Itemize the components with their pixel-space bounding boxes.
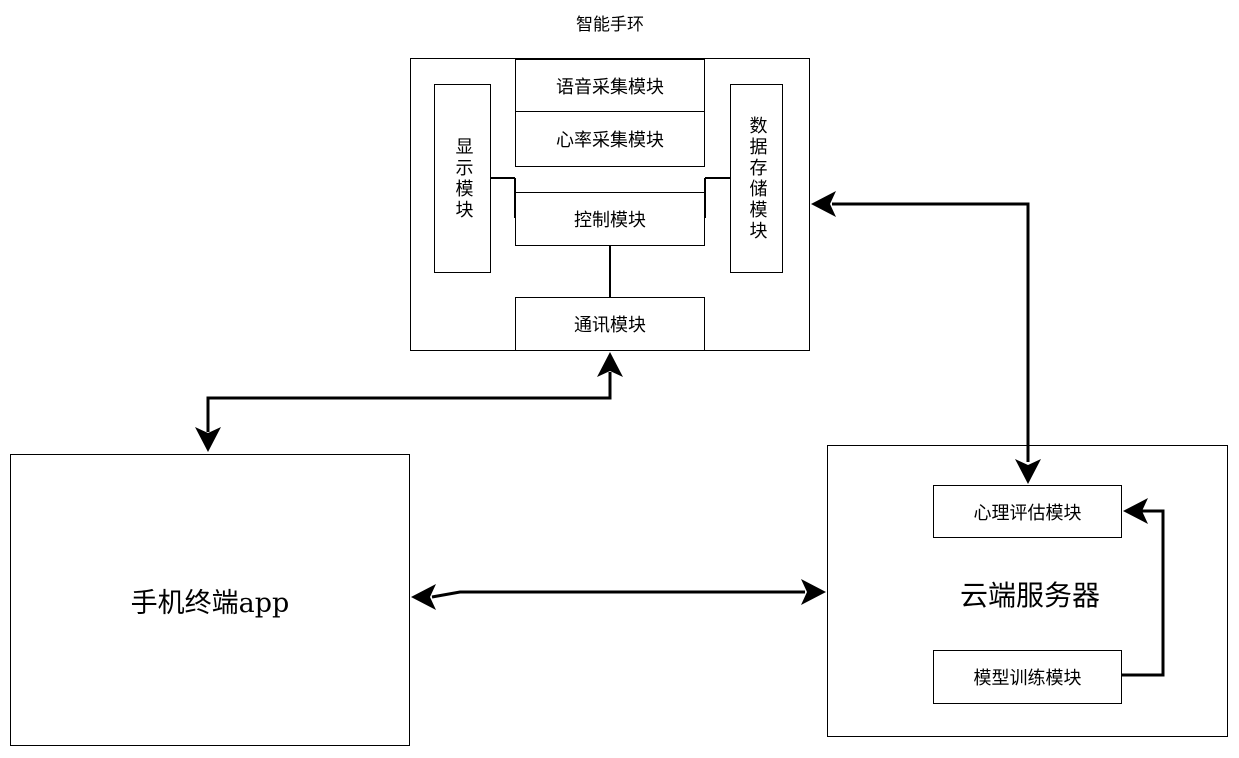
band-phone-link <box>208 372 610 432</box>
training-psych-link <box>1122 511 1163 675</box>
phone-cloud-link <box>432 592 805 597</box>
storage-psych-link <box>832 204 1028 462</box>
arrowhead-down-psych <box>1015 459 1041 484</box>
